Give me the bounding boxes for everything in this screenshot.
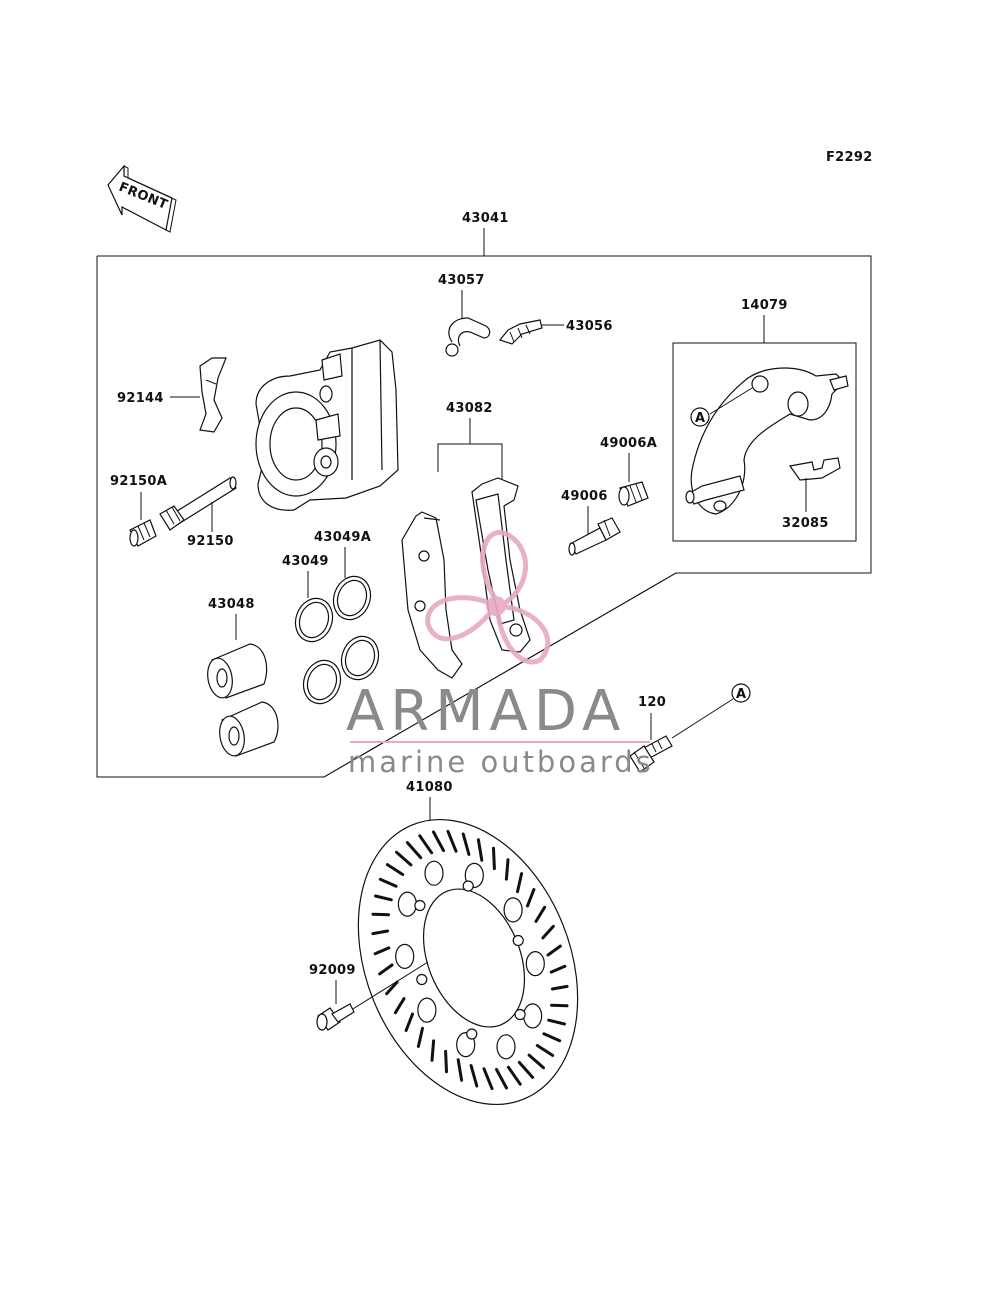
disc-slot <box>395 850 413 867</box>
disc-slot <box>549 964 567 974</box>
disc-slot <box>430 1039 436 1062</box>
part-label-92150: 92150 <box>187 534 234 549</box>
disc-slot <box>378 877 398 888</box>
part-label-43057: 43057 <box>438 273 485 288</box>
disc-slot <box>461 832 471 856</box>
disc-slot <box>385 863 405 876</box>
disc-slot <box>416 1026 424 1048</box>
disc-slot <box>373 946 391 956</box>
part-label-43082: 43082 <box>446 401 493 416</box>
disc-slot <box>371 912 390 917</box>
slide-pin-92150-part <box>159 476 237 531</box>
part-label-14079: 14079 <box>741 298 788 313</box>
part-label-49006: 49006 <box>561 489 608 504</box>
disc-slot <box>385 980 399 996</box>
disc-cutout <box>522 1003 543 1029</box>
disc-slot <box>517 1060 535 1079</box>
part-label-92009: 92009 <box>309 963 356 978</box>
disc-slot <box>482 1067 494 1091</box>
disc-slot <box>495 1067 508 1090</box>
part-label-43056: 43056 <box>566 319 613 334</box>
disc-slot <box>374 894 393 902</box>
brake-pad-left-part <box>401 511 463 679</box>
ref-marker-a-top: A <box>690 387 753 427</box>
disc-slot <box>550 1003 569 1008</box>
disc-slot <box>371 929 390 936</box>
disc-slot <box>535 1044 555 1057</box>
disc-slot <box>527 1053 545 1070</box>
bleeder-valve-part <box>498 319 543 345</box>
part-label-43049A: 43049A <box>314 530 371 545</box>
caliper-bracket-part <box>685 367 849 515</box>
disc-bolt-hole <box>466 1028 478 1040</box>
part-label-49006A: 49006A <box>600 436 657 451</box>
disc-bolt-hole <box>512 934 524 947</box>
part-label-43041: 43041 <box>462 211 509 226</box>
svg-text:A: A <box>695 411 705 426</box>
disc-slot <box>469 1064 479 1088</box>
armada-watermark: ARMADA marine outboards <box>346 529 654 779</box>
part-label-120: 120 <box>638 695 666 710</box>
disc-slot <box>526 888 536 908</box>
disc-cutout <box>417 997 437 1023</box>
figure-code: F2292 <box>826 150 873 165</box>
disc-bolt-hole <box>414 899 426 912</box>
pad-spring-32085-part <box>788 457 841 481</box>
brake-disc-part <box>357 818 579 1106</box>
part-label-43049: 43049 <box>282 554 329 569</box>
disc-slot <box>547 1018 566 1026</box>
disc-slot <box>506 1065 522 1086</box>
watermark-brand: ARMADA <box>346 679 626 744</box>
part-label-92150A: 92150A <box>110 474 167 489</box>
disc-cutout <box>503 897 523 923</box>
disc-slot <box>546 944 562 957</box>
disc-slot <box>418 834 434 855</box>
watermark-tagline: marine outboards <box>348 745 654 779</box>
plug-92150A-part <box>129 519 157 547</box>
disc-slot <box>476 838 484 862</box>
disc-slot <box>405 841 423 860</box>
disc-cutout <box>525 950 545 977</box>
pad-clip-92144-part <box>199 357 227 433</box>
disc-cutout <box>424 860 444 886</box>
part-label-43048: 43048 <box>208 597 255 612</box>
disc-cutout <box>395 943 415 970</box>
propeller-logo-icon <box>425 529 551 665</box>
disc-cutout <box>496 1034 516 1060</box>
ref-marker-a-bottom: A <box>671 683 751 739</box>
disc-slot <box>492 846 496 871</box>
disc-slot <box>432 830 445 853</box>
disc-slot <box>378 963 394 976</box>
caliper-body-part <box>255 339 399 511</box>
disc-slot <box>456 1058 464 1082</box>
disc-slot <box>542 1032 562 1043</box>
disc-bolt-hole <box>514 1008 526 1021</box>
disc-slot <box>393 997 406 1015</box>
disc-cutout <box>397 891 417 917</box>
part-label-41080: 41080 <box>406 780 453 795</box>
front-direction-arrow: FRONT <box>107 164 177 233</box>
bleeder-cap-part <box>445 317 491 357</box>
disc-slot <box>550 984 569 991</box>
piston-seals-part <box>294 575 380 705</box>
disc-slot <box>541 924 555 940</box>
pin-49006-part <box>568 517 621 556</box>
part-label-32085: 32085 <box>782 516 829 531</box>
disc-slot <box>444 1049 448 1074</box>
disc-slot <box>504 858 510 881</box>
disc-bolt-hole <box>462 880 474 892</box>
disc-slot <box>534 905 547 923</box>
disc-bolt-hole <box>416 973 428 986</box>
pistons-part <box>207 643 279 757</box>
disc-bolt-92009-part <box>316 1003 355 1031</box>
boot-49006A-part <box>618 481 649 507</box>
part-label-92144: 92144 <box>117 391 164 406</box>
svg-text:A: A <box>736 687 746 702</box>
disc-slot <box>516 872 524 894</box>
disc-slot <box>446 829 458 853</box>
bolt-120-part <box>629 735 673 773</box>
disc-slot <box>404 1012 414 1032</box>
